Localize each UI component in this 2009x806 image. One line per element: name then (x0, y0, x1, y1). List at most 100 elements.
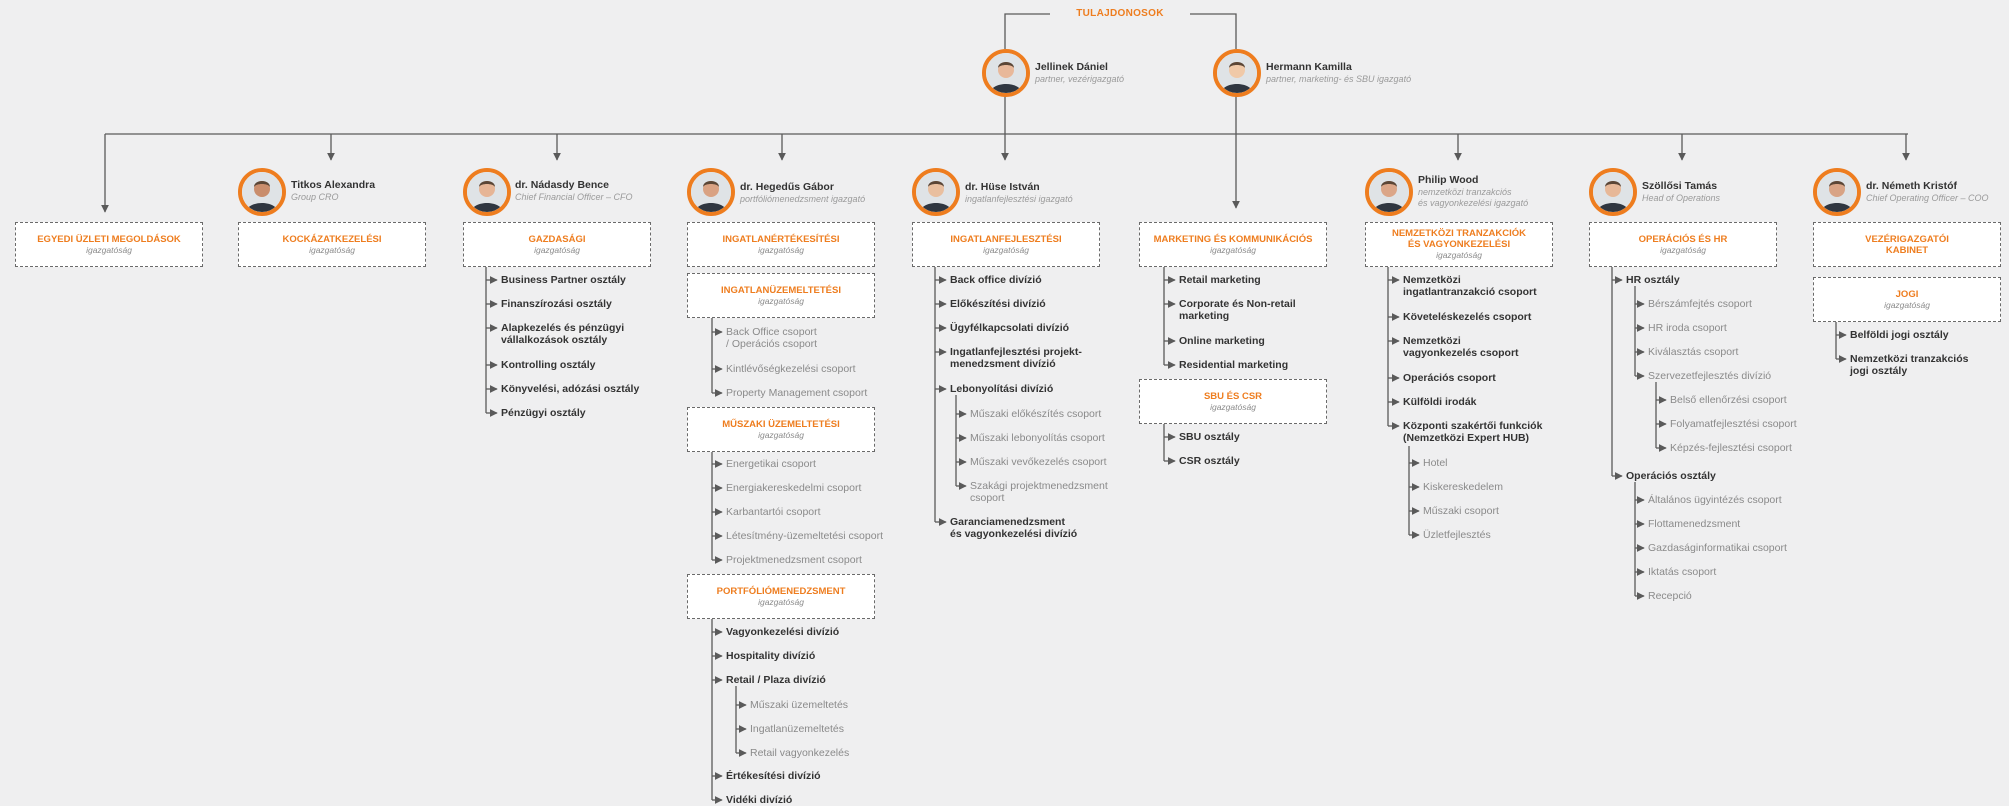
unit-item: Alapkezelés és pénzügyi vállalkozások os… (501, 322, 625, 346)
unit-item: Nemzetközi tranzakciós jogi osztály (1850, 353, 1969, 377)
unit-item: Központi szakértői funkciók (Nemzetközi … (1403, 420, 1543, 444)
unit-item: Létesítmény-üzemeltetési csoport (726, 530, 883, 542)
directorate-box: NEMZETKÖZI TRANZAKCIÓK ÉS VAGYONKEZELÉSI… (1365, 222, 1553, 267)
unit-item: Hospitality divízió (726, 650, 816, 662)
unit-item: Residential marketing (1179, 359, 1289, 371)
unit-item: Online marketing (1179, 335, 1265, 347)
unit-item: Műszaki üzemeltetés (750, 699, 849, 711)
manager-name: Titkos Alexandra (291, 179, 376, 191)
unit-item: Általános ügyintézés csoport (1648, 494, 1782, 506)
unit-item: Üzletfejlesztés (1423, 529, 1491, 541)
manager-name: Szöllősi Tamás (1642, 180, 1718, 192)
avatar-manager (687, 168, 735, 216)
unit-item: Kintlévőségkezelési csoport (726, 363, 856, 375)
avatar-manager (1813, 168, 1861, 216)
owner-role: partner, marketing- és SBU igazgató (1266, 74, 1412, 84)
manager-role: portfólió­menedzsment igazgató (740, 194, 866, 204)
unit-item: Projektmenedzsment csoport (726, 554, 862, 566)
unit-item: Kiválasztás csoport (1648, 346, 1739, 358)
unit-item: Kiskereskedelem (1423, 481, 1503, 493)
unit-item: Flottamenedzsment (1648, 518, 1741, 530)
unit-item: Műszaki vevőkezelés csoport (970, 456, 1107, 468)
manager-name: dr. Hegedűs Gábor (740, 181, 834, 193)
unit-item: Garanciamenedzsment és vagyonkezelési di… (950, 516, 1078, 540)
unit-item: Képzés-fejlesztési csoport (1670, 442, 1792, 454)
avatar-manager (1365, 168, 1413, 216)
manager-name: dr. Németh Kristóf (1866, 180, 1958, 192)
unit-item: Bérszámfejtés csoport (1648, 298, 1752, 310)
unit-item: Back office divízió (950, 274, 1042, 286)
unit-item: Property Management csoport (726, 387, 868, 399)
unit-item: Iktatás csoport (1648, 566, 1717, 578)
unit-item: Operációs csoport (1403, 372, 1496, 384)
unit-item: Követeléskezelés csoport (1403, 311, 1532, 323)
unit-item: HR iroda csoport (1648, 322, 1727, 334)
manager-role: Chief Financial Officer – CFO (515, 192, 633, 202)
unit-item: Vagyonkezelési divízió (726, 626, 840, 638)
unit-item: Recepció (1648, 590, 1692, 602)
unit-item: Külföldi irodák (1403, 396, 1477, 408)
owner-role: partner, vezérigazgató (1035, 74, 1125, 84)
owners-label: TULAJDONOSOK (1050, 8, 1190, 19)
unit-item: Műszaki csoport (1423, 505, 1499, 517)
avatar-manager (463, 168, 511, 216)
unit-item: Kontrolling osztály (501, 359, 596, 371)
manager-role: Head of Operations (1642, 193, 1721, 203)
unit-item: Lebonyolítási divízió (950, 383, 1054, 395)
manager-name: dr. Nádasdy Bence (515, 179, 609, 191)
avatar-owner-1 (982, 49, 1030, 97)
avatar-manager (238, 168, 286, 216)
manager-role: Chief Operating Officer – COO (1866, 193, 1989, 203)
unit-item: Retail vagyonkezelés (750, 747, 850, 759)
unit-item: SBU osztály (1179, 431, 1240, 443)
avatar-manager (1589, 168, 1637, 216)
manager-role: Group CRO (291, 192, 339, 202)
owner-name: Hermann Kamilla (1266, 61, 1352, 73)
unit-item: Nemzetközi ingatlantranzakció csoport (1403, 274, 1537, 298)
unit-item: Finanszírozási osztály (501, 298, 612, 310)
manager-role: ingatlanfejlesztési igazgató (965, 194, 1073, 204)
unit-item: Gazdaságinformatikai csoport (1648, 542, 1787, 554)
unit-item: Karbantartói csoport (726, 506, 821, 518)
manager-name: Philip Wood (1418, 174, 1479, 186)
unit-item: Belső ellenőrzési csoport (1670, 394, 1787, 406)
unit-item: Energiakereskedelmi csoport (726, 482, 862, 494)
unit-item: Business Partner osztály (501, 274, 626, 286)
unit-item: Operációs osztály (1626, 470, 1716, 482)
unit-item: Retail / Plaza divízió (726, 674, 826, 686)
unit-item: Retail marketing (1179, 274, 1261, 286)
manager-name: dr. Hüse István (965, 181, 1040, 193)
unit-item: Értékesítési divízió (726, 770, 821, 782)
manager-role: nemzetközi tranzakciós és vagyonkezelési… (1418, 187, 1529, 208)
unit-item: HR osztály (1626, 274, 1680, 286)
unit-item: Back Office csoport / Operációs csoport (726, 326, 818, 350)
unit-item: Ingatlanüzemeltetés (750, 723, 844, 735)
unit-item: Előkészítési divízió (950, 298, 1046, 310)
unit-item: Hotel (1423, 457, 1448, 469)
unit-item: Pénzügyi osztály (501, 407, 586, 419)
unit-item: Belföldi jogi osztály (1850, 329, 1949, 341)
unit-item: Nemzetközi vagyonkezelés csoport (1403, 335, 1519, 359)
unit-item: Energetikai csoport (726, 458, 816, 470)
unit-item: Műszaki előkészítés csoport (970, 408, 1102, 420)
unit-item: Ingatlanfejlesztési projekt- menedzsment… (950, 346, 1082, 370)
avatar-manager (912, 168, 960, 216)
unit-item: Folyamatfejlesztési csoport (1670, 418, 1797, 430)
directorate-box: VEZÉRIGAZGATÓI KABINET (1813, 222, 2001, 267)
owner-name: Jellinek Dániel (1035, 61, 1108, 73)
unit-item: Vidéki divízió (726, 794, 793, 806)
unit-item: CSR osztály (1179, 455, 1240, 467)
unit-item: Ügyfélkapcsolati divízió (950, 322, 1070, 334)
